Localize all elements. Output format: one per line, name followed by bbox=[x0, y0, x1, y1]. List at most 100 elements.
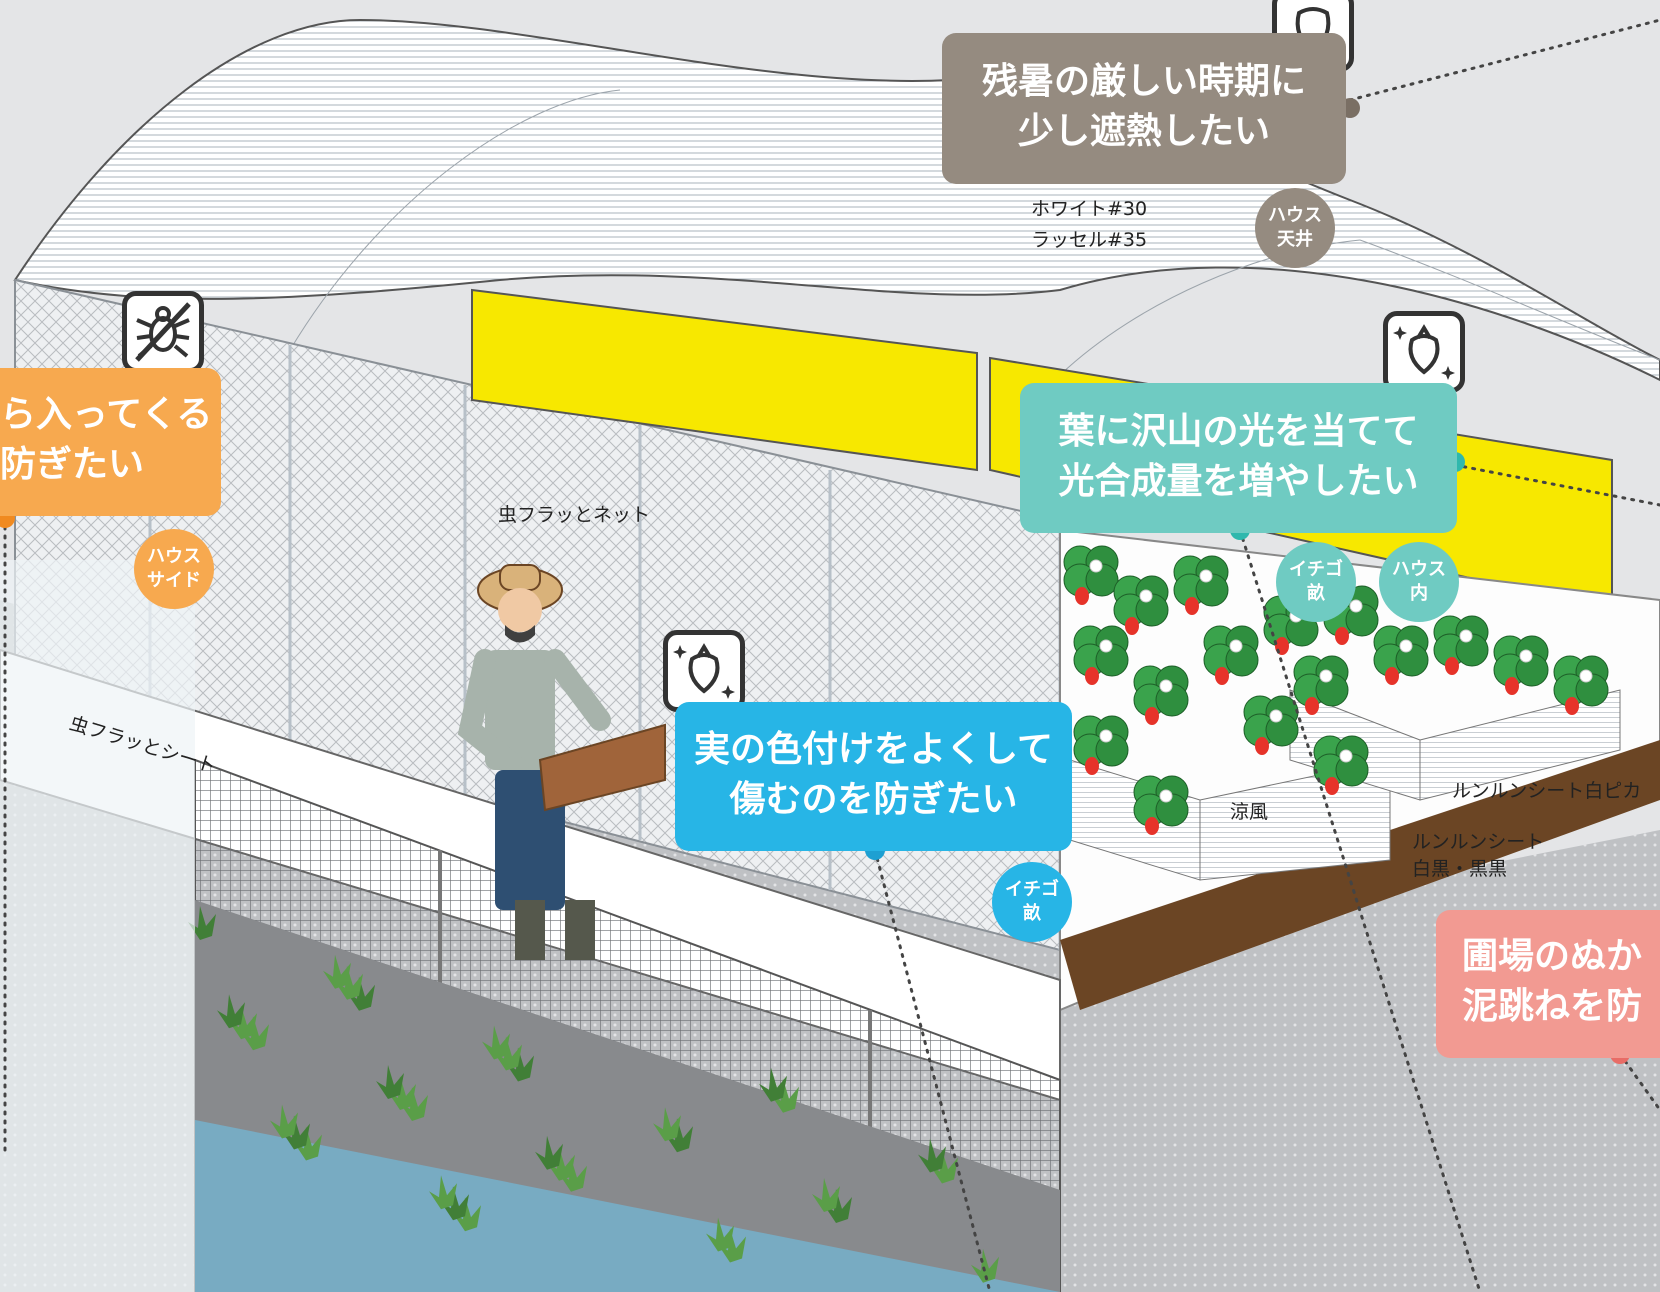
strawberry-fruit bbox=[1085, 667, 1099, 685]
house-roof bbox=[13, 18, 1660, 382]
plant-flower bbox=[1099, 729, 1113, 743]
strawberry-sparkle-icon bbox=[1383, 311, 1465, 393]
weed-clump bbox=[706, 1217, 734, 1252]
callout-insect-line2: 防ぎたい bbox=[0, 444, 145, 485]
strawberry-fruit bbox=[1215, 667, 1229, 685]
callout-photo-line2: 光合成量を増やしたい bbox=[1058, 461, 1419, 502]
insect-prohibited-icon bbox=[122, 291, 204, 373]
weed-clump bbox=[653, 1107, 681, 1142]
weed-clump bbox=[347, 976, 375, 1011]
callout-insect-line1: ら入ってくる bbox=[0, 394, 213, 435]
strawberry-plants bbox=[1063, 545, 1609, 835]
strawberry-sparkle-icon bbox=[663, 630, 745, 712]
label-white-30: ホワイト#30 bbox=[1031, 198, 1148, 220]
callout-photo-line1: 葉に沢山の光を当てて bbox=[1058, 411, 1419, 452]
callout-heat-shield: 残暑の厳しい時期に 少し遮熱したい bbox=[942, 33, 1346, 184]
water-channel bbox=[195, 1120, 1060, 1292]
weed-clump bbox=[759, 1067, 787, 1102]
label-runrun: ルンルンシート bbox=[1412, 831, 1545, 853]
callout-coloring-line2: 傷むのを防ぎたい bbox=[729, 779, 1018, 820]
plant-flower bbox=[1089, 559, 1103, 573]
callout-mud-splash: 圃場のぬか 泥跳ねを防 bbox=[1436, 910, 1660, 1058]
plant-flower bbox=[1399, 639, 1413, 653]
weed-clump bbox=[270, 1104, 298, 1139]
weed-clump bbox=[506, 1047, 534, 1082]
strawberry-fruit bbox=[1075, 587, 1089, 605]
weed-clump bbox=[453, 1197, 481, 1232]
weed-clump bbox=[918, 1138, 946, 1173]
label-runrun-colors: 白黒・黒黒 bbox=[1412, 858, 1508, 880]
weed-clump bbox=[282, 1115, 310, 1150]
weed-clump bbox=[971, 1248, 999, 1283]
weed-clump bbox=[376, 1065, 404, 1099]
weed-clump bbox=[294, 1126, 322, 1161]
plant-flower bbox=[1349, 599, 1363, 613]
plant-flower bbox=[1269, 709, 1283, 723]
label-russell-35: ラッセル#35 bbox=[1031, 229, 1148, 251]
weed-clump bbox=[812, 1178, 840, 1212]
plant-flower bbox=[1159, 789, 1173, 803]
transparent-sheet bbox=[0, 560, 195, 1292]
plant-flower bbox=[1339, 749, 1353, 763]
yellow-trap-left bbox=[471, 288, 978, 472]
label-insect-net: 虫フラッとネット bbox=[498, 504, 651, 526]
weed-clump bbox=[930, 1149, 958, 1184]
weed-clump bbox=[824, 1189, 852, 1223]
strawberry-fruit bbox=[1185, 597, 1199, 615]
callout-heat-line1: 残暑の厳しい時期に bbox=[981, 61, 1306, 102]
plant-flower bbox=[1519, 649, 1533, 663]
badge-house-inside: ハウス内 bbox=[1379, 542, 1459, 622]
strawberry-fruit bbox=[1445, 657, 1459, 675]
badge-house-ceiling: ハウス天井 bbox=[1255, 188, 1335, 268]
strawberry-fruit bbox=[1385, 667, 1399, 685]
weed-clump bbox=[771, 1078, 799, 1113]
weed-clump bbox=[429, 1175, 457, 1210]
callout-insect-prevention: ら入ってくる 防ぎたい bbox=[0, 368, 221, 516]
weed-clump bbox=[665, 1118, 693, 1153]
weed-clump bbox=[400, 1087, 428, 1121]
strawberry-fruit bbox=[1145, 817, 1159, 835]
plant-flower bbox=[1319, 669, 1333, 683]
strawberry-fruit bbox=[1305, 697, 1319, 715]
weed-clump bbox=[229, 1005, 257, 1040]
weed-clump bbox=[323, 954, 351, 989]
badge-house-side: ハウスサイド bbox=[134, 529, 214, 609]
plant-flower bbox=[1579, 669, 1593, 683]
weed-clump bbox=[718, 1228, 746, 1263]
label-runrun-white: ルンルンシート白ピカ bbox=[1452, 780, 1642, 802]
callout-fruit-coloring: 実の色付けをよくして 傷むのを防ぎたい bbox=[675, 702, 1072, 851]
weed-clump bbox=[482, 1025, 510, 1060]
badge-strawberry-ridge: イチゴ畝 bbox=[1276, 542, 1356, 622]
weed-clump bbox=[547, 1146, 575, 1181]
strawberry-beds bbox=[1069, 689, 1621, 881]
plant-flower bbox=[1139, 589, 1153, 603]
plant-flower bbox=[1459, 629, 1473, 643]
callout-photosynthesis: 葉に沢山の光を当てて 光合成量を増やしたい bbox=[1020, 383, 1457, 533]
weeds bbox=[188, 906, 999, 1283]
label-ryofu: 涼風 bbox=[1230, 801, 1269, 823]
farmer-figure bbox=[457, 564, 666, 960]
strawberry-fruit bbox=[1085, 757, 1099, 775]
callout-coloring-line1: 実の色付けをよくして bbox=[694, 729, 1053, 770]
plant-flower bbox=[1159, 679, 1173, 693]
plant-flower bbox=[1099, 639, 1113, 653]
leader-lines bbox=[3, 18, 1660, 1292]
strawberry-fruit bbox=[1145, 707, 1159, 725]
strawberry-fruit bbox=[1335, 627, 1349, 645]
plant-flower bbox=[1199, 569, 1213, 583]
weed-clump bbox=[241, 1016, 269, 1051]
callout-mud-line2: 泥跳ねを防 bbox=[1462, 986, 1643, 1027]
weed-clump bbox=[217, 994, 245, 1029]
strawberry-fruit bbox=[1255, 737, 1269, 755]
strawberry-fruit bbox=[1125, 617, 1139, 635]
callout-mud-line1: 圃場のぬか bbox=[1462, 936, 1643, 977]
weed-clump bbox=[559, 1157, 587, 1192]
soil-path bbox=[1060, 740, 1660, 1010]
weed-clump bbox=[388, 1076, 416, 1110]
weed-clump bbox=[441, 1186, 469, 1221]
weed-clump bbox=[535, 1135, 563, 1170]
plant-flower bbox=[1229, 639, 1243, 653]
strawberry-fruit bbox=[1325, 777, 1339, 795]
strawberry-fruit bbox=[1565, 697, 1579, 715]
